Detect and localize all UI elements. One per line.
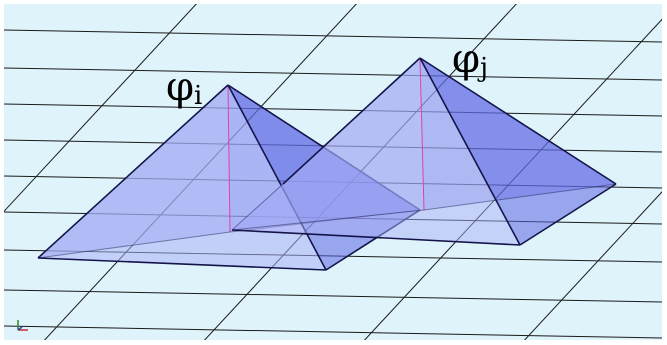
pyramid-edge	[519, 183, 617, 246]
label-phi-i: φi	[166, 64, 202, 111]
grid-line	[4, 4, 197, 213]
grid-line	[4, 29, 662, 43]
grid-line	[4, 289, 662, 303]
label-phi-j-subscript: j	[477, 53, 488, 83]
axis-triad-icon	[17, 320, 28, 331]
label-phi-j-symbol: φ	[452, 36, 480, 82]
pyramid-face-right	[420, 58, 616, 245]
label-phi-j: φj	[452, 36, 488, 83]
grid-line	[4, 325, 662, 339]
pyramid-phi-j	[231, 57, 617, 246]
label-phi-i-subscript: i	[194, 81, 202, 111]
pyramid-center-line	[419, 57, 425, 211]
pyramid-edge-hidden	[231, 183, 284, 231]
pyramid-face-left	[232, 58, 520, 245]
grid-line	[523, 191, 662, 340]
axis-z-icon	[17, 326, 23, 331]
pyramid-edge-hidden	[423, 183, 617, 211]
pyramid-edge	[37, 84, 229, 259]
pyramid-edge	[419, 57, 521, 246]
pyramid-edge	[231, 229, 521, 246]
pyramid-edge	[227, 84, 327, 271]
pyramid-center-line	[227, 84, 231, 233]
pyramid-edge	[37, 257, 327, 271]
pyramid-edge-hidden	[37, 231, 231, 259]
label-phi-i-symbol: φ	[166, 64, 194, 110]
pyramid-edge	[282, 57, 421, 185]
pyramid-edge	[419, 57, 617, 185]
grid-line	[4, 103, 662, 117]
grid-line	[4, 67, 662, 81]
pyramid-edge-hidden	[231, 209, 425, 231]
